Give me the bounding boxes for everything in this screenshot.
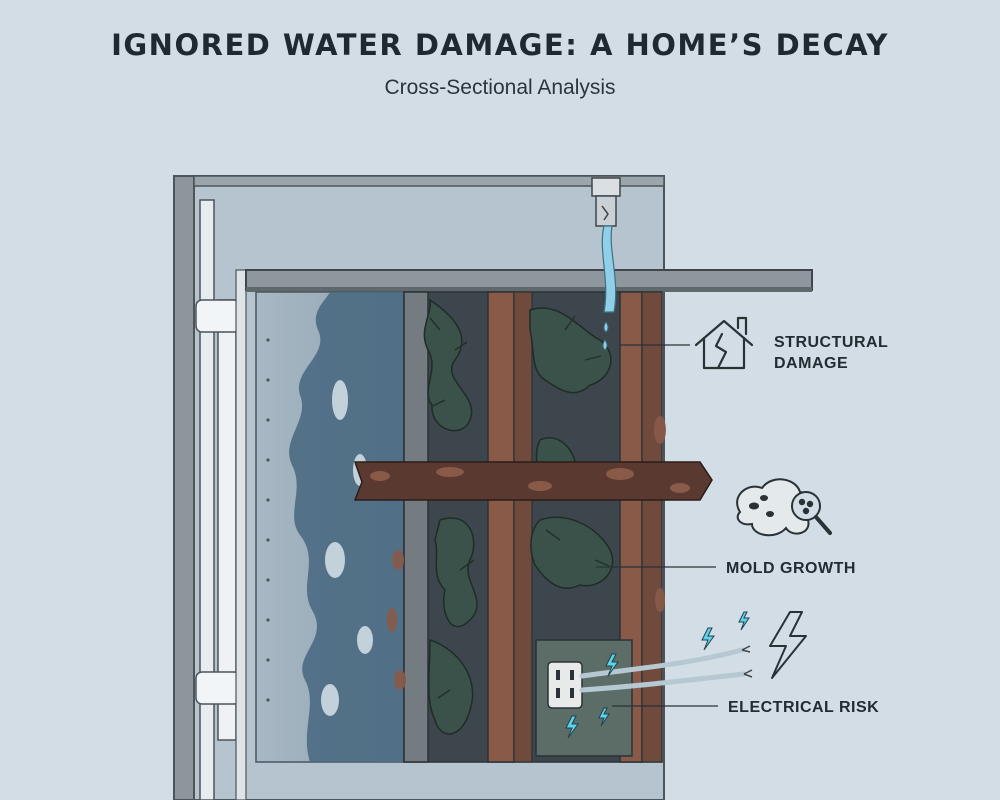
left-pipe — [195, 199, 247, 800]
electrical-risk-label: ELECTRICAL RISK — [728, 699, 880, 716]
lightning-bolt-icon — [769, 611, 807, 679]
drywall-panel — [255, 291, 405, 763]
mold-patches — [423, 298, 614, 735]
spark-icons — [565, 611, 750, 739]
water-highlights — [321, 380, 373, 716]
structural-damage-label-line1: STRUCTURAL — [774, 334, 889, 351]
electrical-box — [535, 639, 633, 757]
rot-spots — [387, 416, 666, 690]
leaking-pipe — [591, 177, 621, 227]
structural-damage-label: STRUCTURAL DAMAGE — [774, 332, 888, 374]
water-stain — [289, 292, 404, 762]
callout-lines — [596, 344, 718, 707]
rotting-beam — [353, 461, 713, 501]
structural-damage-label-line2: DAMAGE — [774, 355, 849, 372]
mold-tendrils — [429, 315, 610, 699]
ceiling-beam — [245, 269, 813, 292]
wood-studs — [403, 291, 663, 763]
page-subtitle: Cross-Sectional Analysis — [384, 76, 616, 99]
drywall-screws — [266, 338, 270, 702]
broken-house-icon — [694, 316, 754, 370]
mold-magnifier-icon — [736, 478, 832, 537]
page-title: IGNORED WATER DAMAGE: A HOME’S DECAY — [111, 28, 889, 62]
mold-growth-label: MOLD GROWTH — [726, 560, 856, 577]
water-leak-stream — [601, 225, 617, 351]
exposed-wires — [579, 645, 753, 693]
